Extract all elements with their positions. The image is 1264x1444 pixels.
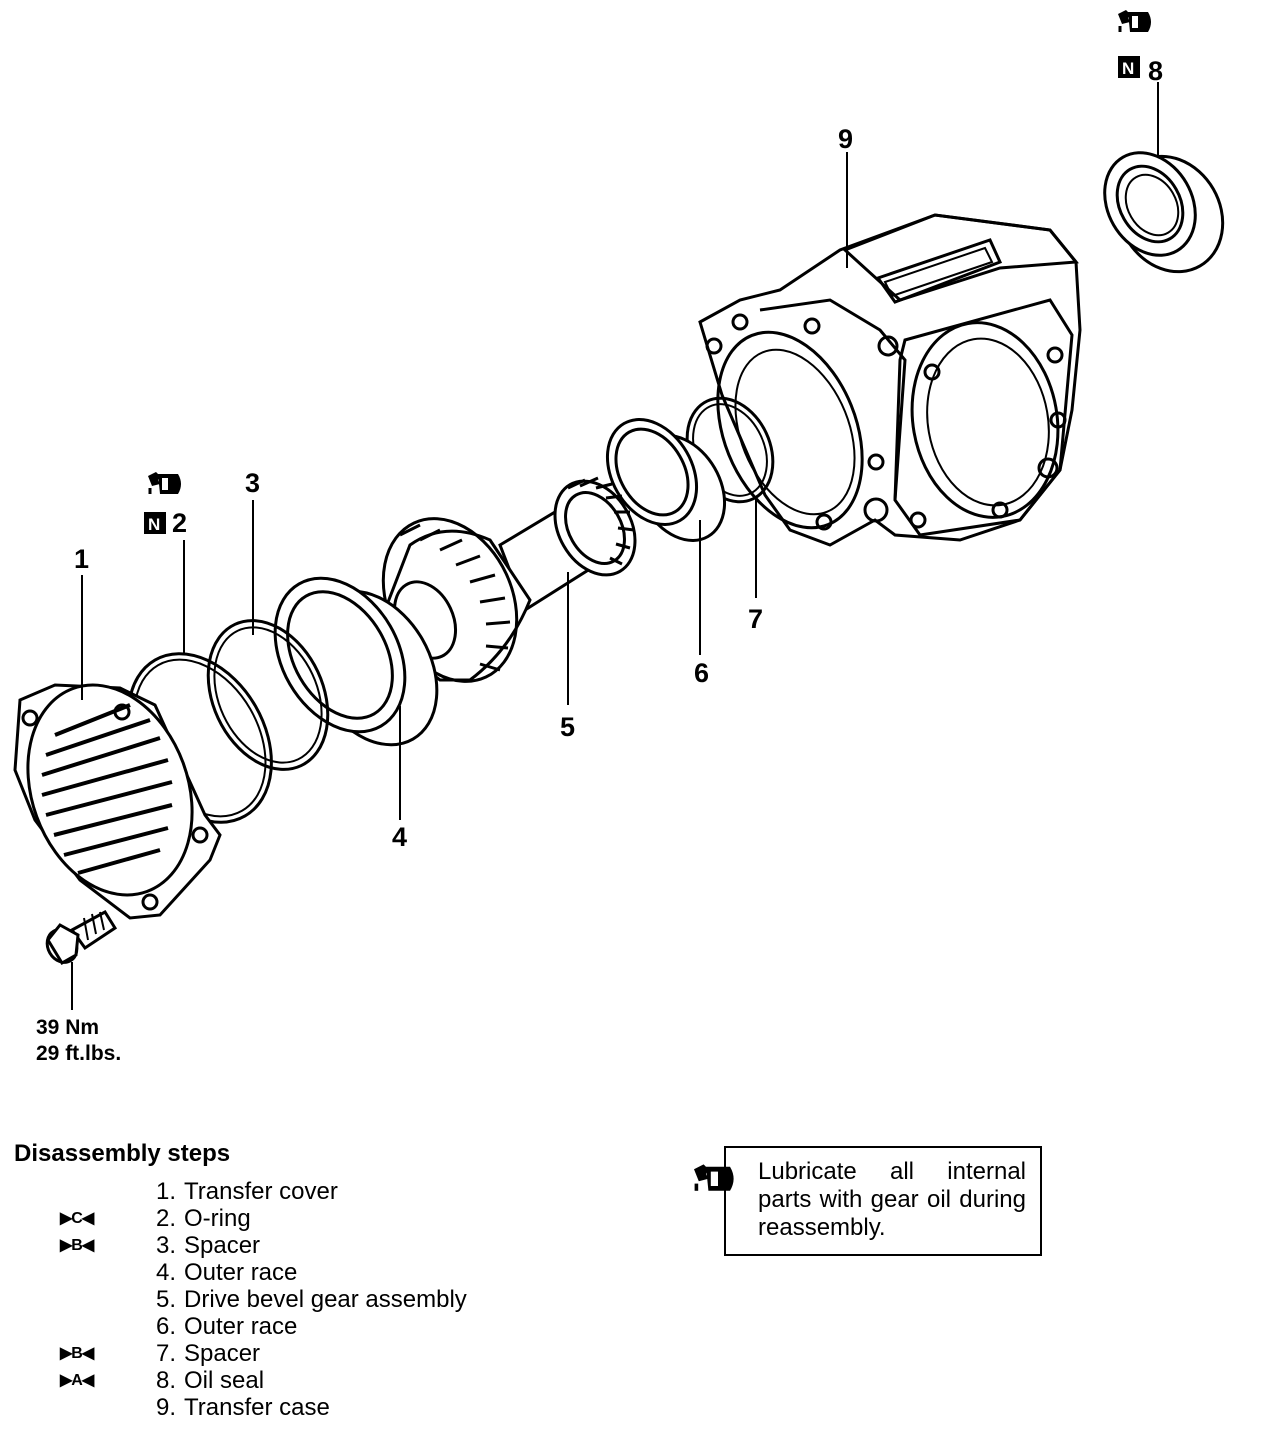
outer-race-4-part: [273, 576, 439, 747]
step-number: 4.: [155, 1259, 176, 1286]
step-marker: ▶B◀: [60, 1237, 94, 1254]
transfer-case-part: [698, 213, 1082, 547]
oil-can-icon: [694, 1164, 734, 1191]
transfer-cover-part: [13, 683, 222, 920]
step-label: Oil seal: [184, 1367, 265, 1394]
step-label: Spacer: [184, 1340, 261, 1367]
step-marker: [60, 1259, 140, 1286]
lubrication-note: Lubricate all internal parts with gear o…: [724, 1146, 1042, 1256]
callout-2: 2: [172, 508, 187, 538]
callout-4: 4: [392, 822, 407, 852]
torque-metric: 39 Nm: [36, 1016, 99, 1039]
step-number: 8.: [155, 1367, 176, 1394]
leader-lines: [71, 82, 1159, 1010]
cover-bolt-part: [45, 910, 118, 966]
list-item: ▶A◀ 8. Oil seal: [60, 1367, 467, 1394]
callout-5: 5: [560, 712, 575, 742]
step-marker: ▶C◀: [60, 1210, 94, 1227]
outer-race-6-part: [605, 418, 727, 542]
step-marker: [60, 1313, 140, 1340]
step-number: 3.: [155, 1232, 176, 1259]
step-label: O-ring: [184, 1205, 251, 1232]
oil-seal-part: [1103, 151, 1225, 274]
list-item: 6. Outer race: [60, 1313, 467, 1340]
svg-text:N: N: [148, 515, 160, 534]
step-marker: [60, 1394, 140, 1421]
step-marker: [60, 1178, 140, 1205]
step-number: 6.: [155, 1313, 176, 1340]
step-label: Transfer cover: [184, 1178, 338, 1205]
list-item: 5. Drive bevel gear assembly: [60, 1286, 467, 1313]
step-label: Outer race: [184, 1313, 298, 1340]
step-marker: [60, 1286, 140, 1313]
note-text: Lubricate all internal parts with gear o…: [758, 1158, 1026, 1241]
step-label: Transfer case: [184, 1394, 330, 1421]
steps-title: Disassembly steps: [14, 1140, 231, 1167]
list-item: ▶B◀ 3. Spacer: [60, 1232, 467, 1259]
callout-9: 9: [838, 124, 853, 154]
n-badge: N: [1118, 56, 1140, 78]
step-marker: ▶A◀: [60, 1372, 94, 1389]
step-label: Outer race: [184, 1259, 298, 1286]
step-label: Spacer: [184, 1232, 261, 1259]
spacer-3-part: [206, 619, 330, 771]
list-item: ▶C◀ 2. O-ring: [60, 1205, 467, 1232]
oil-can-icon: [1116, 8, 1153, 34]
step-number: 9.: [155, 1394, 176, 1421]
step-label: Drive bevel gear assembly: [184, 1286, 467, 1313]
callout-1: 1: [74, 544, 89, 574]
torque-imperial: 29 ft.lbs.: [36, 1042, 121, 1065]
list-item: ▶B◀ 7. Spacer: [60, 1340, 467, 1367]
svg-text:N: N: [1122, 59, 1134, 78]
callout-7: 7: [748, 604, 763, 634]
list-item: 4. Outer race: [60, 1259, 467, 1286]
step-number: 7.: [155, 1340, 176, 1367]
step-number: 5.: [155, 1286, 176, 1313]
list-item: 1. Transfer cover: [60, 1178, 467, 1205]
oil-can-icon: [146, 470, 183, 496]
steps-list: 1. Transfer cover ▶C◀ 2. O-ring ▶B◀ 3. Spacer…: [60, 1178, 467, 1421]
step-number: 2.: [155, 1205, 176, 1232]
step-marker: ▶B◀: [60, 1345, 94, 1362]
list-item: 9. Transfer case: [60, 1394, 467, 1421]
callout-8: 8: [1148, 56, 1163, 86]
step-number: 1.: [155, 1178, 176, 1205]
callout-6: 6: [694, 658, 709, 688]
callout-3: 3: [245, 468, 260, 498]
n-badge: N: [144, 512, 166, 534]
